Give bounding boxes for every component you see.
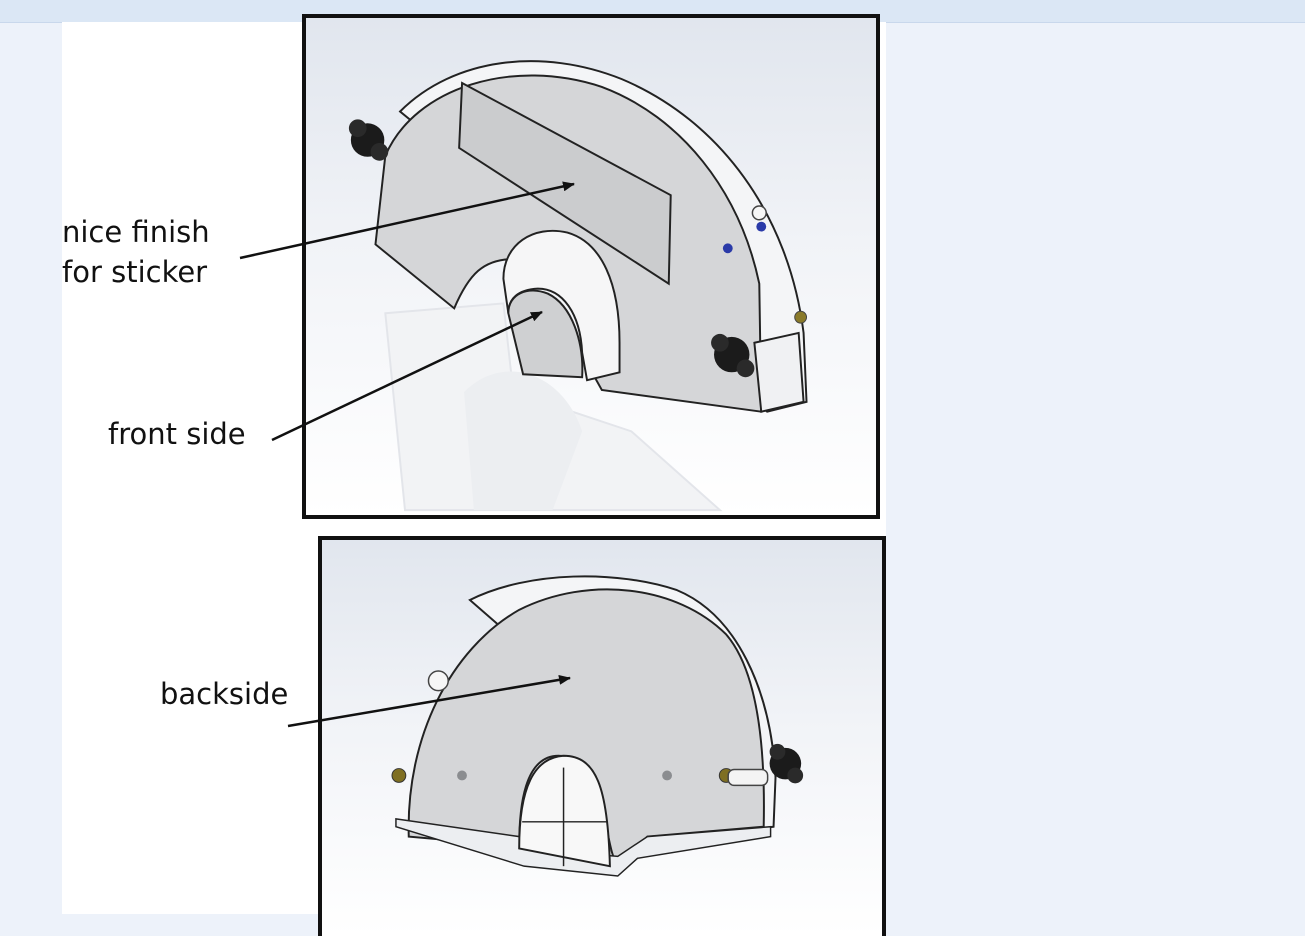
label-nice-finish-line1: nice finish (62, 215, 210, 249)
label-nice-finish-line2: for sticker (62, 255, 208, 289)
knob-back (769, 743, 804, 784)
knob-right (711, 333, 755, 378)
label-backside: backside (160, 677, 289, 711)
saw-guard-front-drawing (348, 60, 808, 512)
document-page: nice finish for sticker front side backs… (62, 14, 886, 936)
front-view-image (302, 14, 880, 519)
back-view-image (318, 536, 886, 936)
label-front-side: front side (108, 417, 246, 451)
saw-guard-back-drawing (391, 575, 804, 877)
knob-left (348, 119, 389, 161)
